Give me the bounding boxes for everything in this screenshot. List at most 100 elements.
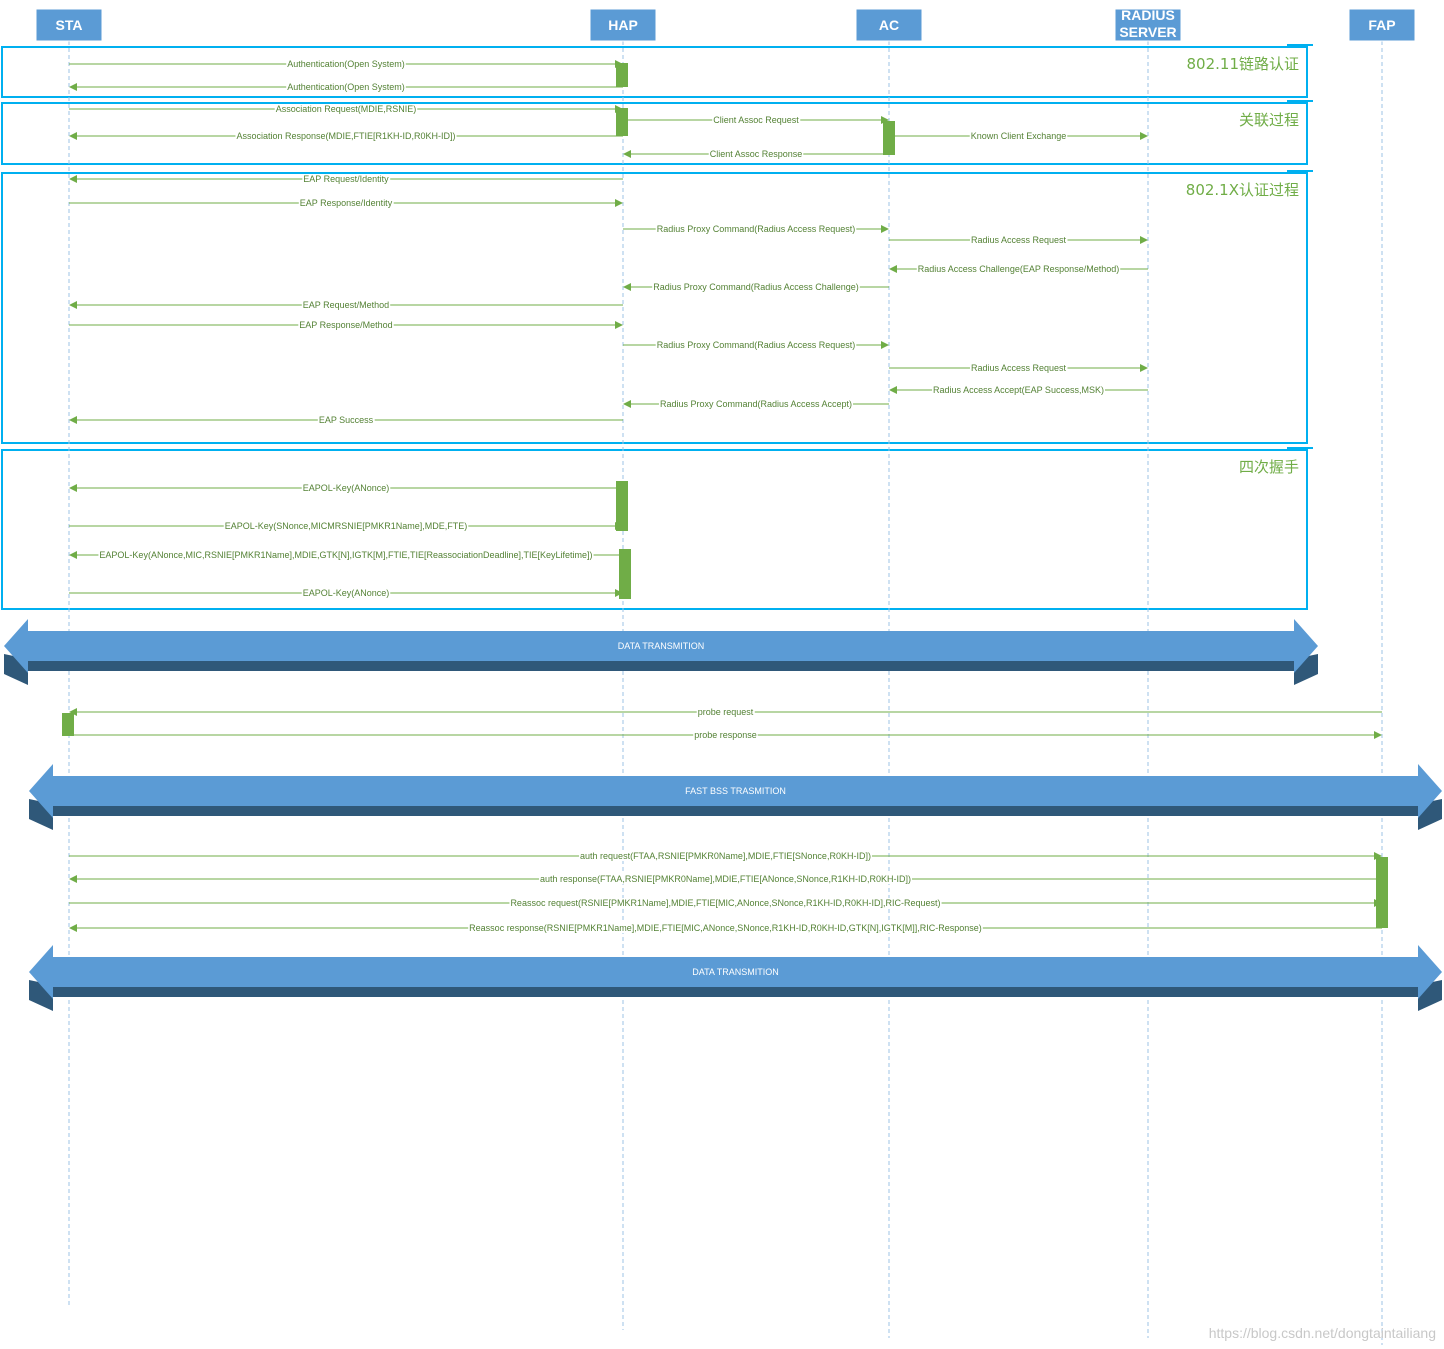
message-arrow: Radius Access Request bbox=[889, 363, 1148, 373]
message-arrow: Radius Access Accept(EAP Success,MSK) bbox=[889, 385, 1148, 395]
message-label-background bbox=[932, 385, 1105, 395]
arrowhead-icon bbox=[615, 589, 623, 597]
section-title: 802.1X认证过程 bbox=[1186, 181, 1299, 199]
band-data-transmition-2: DATA TRANSMITION bbox=[29, 945, 1442, 1011]
message-label: Reassoc response(RSNIE[PMKR1Name],MDIE,F… bbox=[469, 923, 982, 933]
arrowhead-icon bbox=[69, 551, 77, 559]
message-label: Radius Access Challenge(EAP Response/Met… bbox=[918, 264, 1119, 274]
activation-bar bbox=[616, 108, 628, 136]
message-label-background bbox=[98, 550, 594, 560]
message-label: Radius Access Request bbox=[971, 235, 1067, 245]
actor-box bbox=[1114, 8, 1182, 42]
message-label-background bbox=[658, 399, 854, 409]
message-label: probe response bbox=[694, 730, 757, 740]
message-label-background bbox=[509, 898, 942, 908]
actor-label-line: RADIUS bbox=[1121, 7, 1175, 23]
message-arrow: Association Request(MDIE,RSNIE) bbox=[69, 104, 623, 114]
section-frame bbox=[1, 172, 1308, 444]
actor-box bbox=[589, 8, 657, 42]
arrowhead-icon bbox=[69, 175, 77, 183]
message-label-background bbox=[916, 264, 1121, 274]
message-label-background bbox=[286, 82, 406, 92]
actor-label: AC bbox=[879, 17, 899, 33]
message-label: Radius Proxy Command(Radius Access Accep… bbox=[660, 399, 852, 409]
message-arrow: Radius Access Challenge(EAP Response/Met… bbox=[889, 264, 1148, 274]
arrowhead-icon bbox=[623, 283, 631, 291]
message-label: Association Response(MDIE,FTIE[R1KH-ID,R… bbox=[236, 131, 455, 141]
arrowhead-icon bbox=[623, 150, 631, 158]
band-face bbox=[29, 764, 1442, 818]
section-frame bbox=[1, 102, 1308, 165]
activation-bar bbox=[1376, 857, 1388, 928]
message-arrow: Radius Proxy Command(Radius Access Accep… bbox=[623, 399, 889, 409]
arrowhead-icon bbox=[1374, 731, 1382, 739]
actor-box bbox=[855, 8, 923, 42]
message-arrow: EAPOL-Key(ANonce) bbox=[69, 483, 623, 493]
message-label: EAP Request/Method bbox=[303, 300, 389, 310]
message-label-background bbox=[298, 198, 394, 208]
message-label: EAPOL-Key(SNonce,MICMRSNIE[PMKR1Name],MD… bbox=[225, 521, 468, 531]
band-label: DATA TRANSMITION bbox=[692, 967, 779, 977]
message-arrow: Radius Access Request bbox=[889, 235, 1148, 245]
message-label-background bbox=[274, 104, 418, 114]
arrowhead-icon bbox=[1374, 852, 1382, 860]
section-association: 关联过程 bbox=[1, 100, 1313, 165]
message-arrow: Reassoc request(RSNIE[PMKR1Name],MDIE,FT… bbox=[69, 898, 1382, 908]
message-label: Reassoc request(RSNIE[PMKR1Name],MDIE,FT… bbox=[510, 898, 940, 908]
band-label: DATA TRANSMITION bbox=[618, 641, 705, 651]
band-data-transmition-1: DATA TRANSMITION bbox=[4, 619, 1318, 685]
arrowhead-icon bbox=[889, 386, 897, 394]
message-label: Known Client Exchange bbox=[971, 131, 1067, 141]
message-label-background bbox=[712, 115, 801, 125]
arrowhead-icon bbox=[615, 105, 623, 113]
message-label: EAPOL-Key(ANonce) bbox=[303, 588, 390, 598]
band-fast-bss-trasmition: FAST BSS TRASMITION bbox=[29, 764, 1442, 830]
arrowhead-icon bbox=[881, 225, 889, 233]
message-label-background bbox=[301, 300, 391, 310]
message-arrow: Reassoc response(RSNIE[PMKR1Name],MDIE,F… bbox=[69, 923, 1382, 933]
message-arrow: EAPOL-Key(SNonce,MICMRSNIE[PMKR1Name],MD… bbox=[69, 521, 623, 531]
message-arrow: Authentication(Open System) bbox=[69, 59, 623, 69]
arrowhead-icon bbox=[615, 199, 623, 207]
activation-bar bbox=[62, 713, 74, 736]
message-label: Client Assoc Request bbox=[713, 115, 799, 125]
arrowhead-icon bbox=[1374, 899, 1382, 907]
arrowhead-icon bbox=[69, 484, 77, 492]
message-label: Client Assoc Response bbox=[710, 149, 803, 159]
arrowhead-icon bbox=[69, 924, 77, 932]
band-depth bbox=[53, 806, 1418, 816]
message-arrow: EAPOL-Key(ANonce,MIC,RSNIE[PMKR1Name],MD… bbox=[69, 550, 623, 560]
message-arrow: probe request bbox=[69, 707, 1382, 717]
arrowhead-icon bbox=[69, 416, 77, 424]
arrowhead-icon bbox=[69, 875, 77, 883]
message-label-background bbox=[317, 415, 375, 425]
message-label-background bbox=[286, 59, 406, 69]
band-depth bbox=[53, 987, 1418, 997]
message-label-background bbox=[655, 340, 857, 350]
message-label: Radius Proxy Command(Radius Access Chall… bbox=[653, 282, 859, 292]
arrowhead-icon bbox=[1140, 364, 1148, 372]
section-frame bbox=[1, 449, 1308, 610]
message-label-background bbox=[301, 483, 391, 493]
message-arrow: Authentication(Open System) bbox=[69, 82, 623, 92]
section-title: 四次握手 bbox=[1239, 458, 1299, 476]
message-arrow: Radius Proxy Command(Radius Access Reque… bbox=[623, 340, 889, 350]
message-label-background bbox=[969, 235, 1068, 245]
arrowhead-icon bbox=[889, 265, 897, 273]
message-label-background bbox=[655, 224, 857, 234]
message-label: auth response(FTAA,RSNIE[PMKR0Name],MDIE… bbox=[540, 874, 911, 884]
band-depth bbox=[28, 661, 1294, 671]
activation-bar bbox=[616, 63, 628, 87]
section-title: 关联过程 bbox=[1239, 111, 1299, 129]
arrowhead-icon bbox=[615, 522, 623, 530]
activation-bar bbox=[883, 121, 895, 155]
actor-sta: STA bbox=[35, 8, 103, 42]
activation-bar bbox=[619, 549, 631, 599]
message-label-background bbox=[539, 874, 912, 884]
message-label: EAP Request/Identity bbox=[303, 174, 389, 184]
message-label-background bbox=[696, 707, 755, 717]
message-arrow: Known Client Exchange bbox=[889, 131, 1148, 141]
message-label: auth request(FTAA,RSNIE[PMKR0Name],MDIE,… bbox=[580, 851, 871, 861]
